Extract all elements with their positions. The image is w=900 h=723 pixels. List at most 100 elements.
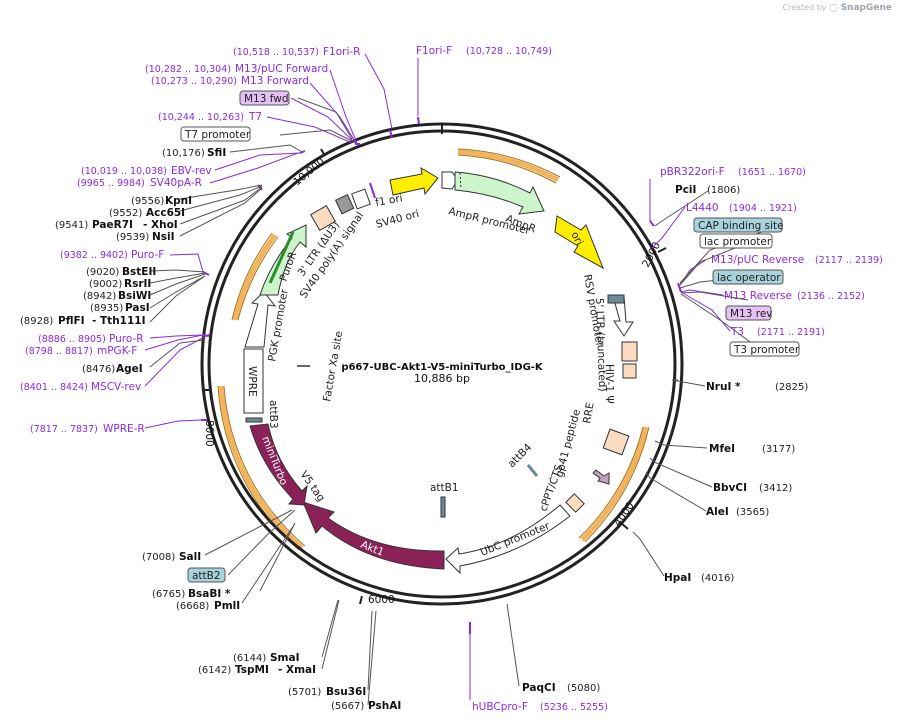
site-name: - XmaI <box>278 664 316 676</box>
site-nsii: (9539) NsiI <box>116 231 175 243</box>
ori-label: ori <box>568 230 585 248</box>
m13-fwd-label: M13 fwd <box>244 93 289 105</box>
site-pos: (9552) <box>109 208 142 219</box>
site-name: - Tth111I <box>92 315 146 327</box>
primer-pos: (2117 .. 2139) <box>815 255 883 266</box>
primer-name: Puro-R <box>109 333 144 345</box>
primer-pos: (2171 .. 2191) <box>757 327 825 338</box>
primer-label-m13-puc-forward: (10,282 .. 10,304) M13/pUC Forward <box>145 63 328 75</box>
site-pos: (3177) <box>762 444 795 455</box>
primer-name: T3 <box>730 326 744 338</box>
attb1-mark <box>440 496 446 518</box>
plasmid-name: p667-UBC-Akt1-V5-miniTurbo_IDG-K <box>341 362 544 373</box>
site-name: PmlI <box>214 600 240 612</box>
site-name: SfiI <box>207 147 226 159</box>
f1-ori-label: f1 ori <box>374 192 403 209</box>
sv40-polya-box <box>334 194 355 215</box>
m13-rev-box <box>725 305 772 321</box>
m13-fwd-box <box>239 90 290 106</box>
puror-arrow <box>259 224 307 296</box>
site-smai: (6144) SmaI <box>233 652 300 664</box>
t7-promoter-box <box>180 126 251 142</box>
primer-marks <box>201 116 682 634</box>
site-bsu36i: (5701) Bsu36I <box>288 686 366 698</box>
site-agei: (8476) AgeI <box>82 363 143 375</box>
site-pasi: (8935) PasI <box>90 302 150 314</box>
site-name: PciI <box>675 184 696 196</box>
site-name: AgeI <box>116 363 143 375</box>
cppt-box <box>565 493 585 513</box>
primer-pos: (10,518 .. 10,537) <box>233 47 319 58</box>
primer-label-puro-r: (8886 .. 8905) Puro-R <box>38 333 144 345</box>
primer-name: MSCV-rev <box>91 381 141 393</box>
cppt-label: cPPT/CTS <box>538 463 566 513</box>
site-pos: (5667) <box>331 701 364 712</box>
site-sfii: (10,176) SfiI <box>162 147 226 159</box>
primer-pos: (8886 .. 8905) <box>38 334 106 345</box>
hiv-psi-box <box>622 363 637 379</box>
site-pos: (9541) <box>55 220 88 231</box>
primer-label-m13-puc-reverse: M13/pUC Reverse (2117 .. 2139) <box>711 254 883 266</box>
m13-rev-label: M13 rev <box>730 308 773 320</box>
5-ltr-label: 5' LTR (truncated) <box>593 298 608 392</box>
primer-name: M13 Reverse <box>724 290 792 302</box>
primer-label-t3: T3 (2171 .. 2191) <box>730 326 825 338</box>
primer-pos: (1651 .. 1670) <box>738 167 806 178</box>
hiv-psi-label: HIV-1 Ψ <box>603 364 615 404</box>
primer-name: Puro-F <box>131 249 164 261</box>
ubc-promoter-arrow <box>445 504 571 575</box>
site-name: RsrII <box>124 278 151 290</box>
site-bsabi: (6765) BsaBI * <box>152 588 231 600</box>
site-hpai: HpaI (4016) <box>664 572 734 584</box>
rsv-promoter-arrow <box>610 295 634 337</box>
primer-name: M13 Forward <box>241 75 309 87</box>
primer-pos: (10,282 .. 10,304) <box>145 64 231 75</box>
label-connectors <box>144 53 763 706</box>
primer-name: M13/pUC Reverse <box>711 254 804 266</box>
tick-label-4000: 4000 <box>612 500 637 529</box>
wpre-label: WPRE <box>246 366 258 397</box>
orf-highlights <box>218 149 649 550</box>
f1-ori-arrow <box>389 167 439 196</box>
primer-name: mPGK-F <box>97 345 137 357</box>
primer-pos: (8798 .. 8817) <box>25 346 93 357</box>
primer-name: WPRE-R <box>103 423 145 435</box>
site-pshai: (5667) PshAI <box>331 700 401 712</box>
site-rsrii: (9002) RsrII <box>89 278 151 290</box>
orf-arc-ampr <box>457 149 560 183</box>
site-name: HpaI <box>664 572 691 584</box>
primer-pos: (10,728 .. 10,749) <box>466 46 552 57</box>
primer-pos: (7817 .. 7837) <box>30 424 98 435</box>
primer-label-l4440: L4440 (1904 .. 1921) <box>686 202 797 214</box>
lac-operator-label: lac operator <box>717 272 781 284</box>
primer-name: SV40pA-R <box>150 177 202 189</box>
primer-pos: (10,019 .. 10,038) <box>81 166 167 177</box>
primer-pos: (10,273 .. 10,290) <box>151 76 237 87</box>
lac-operator-box <box>712 269 784 285</box>
miniturbo-label: miniTurbo <box>259 435 289 487</box>
orf-arc-right <box>580 426 649 542</box>
primer-label-m13-forward: (10,273 .. 10,290) M13 Forward <box>151 75 309 87</box>
site-name: SalI <box>179 551 201 563</box>
site-pos: (9556) <box>131 196 164 207</box>
primer-label-ebv-rev: (10,019 .. 10,038) EBV-rev <box>81 165 212 177</box>
primer-name: pBR322ori-F <box>660 166 725 178</box>
primer-name: L4440 <box>686 202 719 214</box>
site-name: BbvCI <box>713 482 747 494</box>
primer-label-pbr322ori-f: pBR322ori-F (1651 .. 1670) <box>660 166 806 178</box>
plasmid-size: 10,886 bp <box>414 372 470 385</box>
cap-binding-site-box <box>693 217 783 233</box>
lac-promoter-label: lac promoter <box>704 236 772 248</box>
primer-pos: (9965 .. 9984) <box>77 178 145 189</box>
site-paqci: PaqCI (5080) <box>522 682 600 694</box>
site-name: TspMI <box>235 664 269 676</box>
primer-label-wpre-r: (7817 .. 7837) WPRE-R <box>30 423 145 435</box>
primer-label-puro-f: (9382 .. 9402) Puro-F <box>60 249 164 261</box>
site-name: SmaI <box>270 652 300 664</box>
attb2-box <box>187 567 226 583</box>
primer-name: EBV-rev <box>171 165 212 177</box>
pgk-promoter-arrow <box>244 291 277 348</box>
miniturbo-arrow <box>249 423 308 506</box>
site-name: PflFI <box>58 315 85 327</box>
primer-label-m13-reverse: M13 Reverse (2136 .. 2152) <box>724 290 865 302</box>
